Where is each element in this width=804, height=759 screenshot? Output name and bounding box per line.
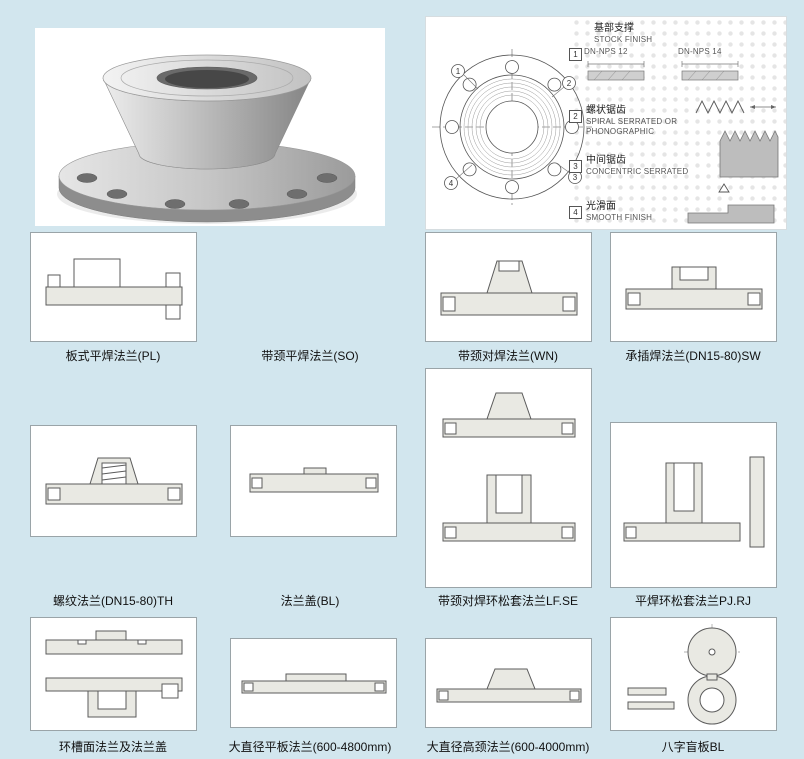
- svg-text:4: 4: [449, 179, 454, 188]
- large-neck-flange-drawing: [436, 668, 581, 703]
- product-card-lap-joint-se-flange[interactable]: [425, 368, 592, 588]
- dn-nps-12-label: DN-NPS 12: [584, 47, 628, 57]
- spiral-serrated-cn: 螺状锯齿: [586, 105, 626, 116]
- smooth-finish-label: 光滑面 SMOOTH FINISH: [586, 201, 652, 223]
- plate-flange-drawing: [45, 258, 182, 320]
- face-finish-diagram-panel: 1 2 3 4 基部支撑 STOCK FINISH 1 DN-NPS 12 DN…: [425, 16, 787, 230]
- stock-finish-label: 基部支撑 STOCK FINISH: [594, 23, 652, 45]
- svg-text:1: 1: [456, 67, 461, 76]
- threaded-flange-drawing: [45, 457, 182, 505]
- concentric-serrated-en: CONCENTRIC SERRATED: [586, 167, 689, 176]
- lap-joint-pj-flange-drawing: [623, 456, 764, 548]
- product-label-large-plate-flange: 大直径平板法兰(600-4800mm): [228, 740, 392, 754]
- callout-marker-2: 2: [569, 110, 582, 123]
- flange-photo-panel: [35, 28, 385, 226]
- product-label-large-neck-flange: 大直径高颈法兰(600-4000mm): [426, 740, 590, 754]
- serrated-block-drawing: [719, 130, 779, 178]
- svg-text:3: 3: [573, 173, 578, 182]
- product-label-lap-joint-pj-flange: 平焊环松套法兰PJ.RJ: [634, 594, 751, 608]
- product-label-blind-flange: 法兰盖(BL): [280, 594, 340, 608]
- product-label-ring-joint-flange: 环槽面法兰及法兰盖: [58, 740, 167, 754]
- product-card-large-neck-flange[interactable]: [425, 638, 592, 728]
- smooth-block-drawing: [687, 204, 775, 224]
- product-card-large-plate-flange[interactable]: [230, 638, 397, 728]
- stock-finish-en: STOCK FINISH: [594, 35, 653, 44]
- concentric-serrated-cn: 中间锯齿: [586, 155, 626, 166]
- product-card-lap-joint-pj-flange[interactable]: [610, 422, 777, 588]
- dn-nps-14-text: DN-NPS 14: [678, 47, 722, 56]
- product-card-blind-flange[interactable]: [230, 425, 397, 537]
- product-card-socket-weld-flange[interactable]: [610, 232, 777, 342]
- dn-nps-12-text: DN-NPS 12: [584, 47, 628, 56]
- weld-neck-flange-photo: [57, 54, 357, 224]
- spiral-serrated-en1: SPIRAL SERRATED OR: [586, 117, 678, 126]
- product-label-lap-joint-se-flange: 带颈对焊环松套法兰LF.SE: [437, 594, 579, 608]
- stock-finish-detail-drawing-12: [587, 61, 645, 81]
- product-label-plate-flange: 板式平焊法兰(PL): [65, 349, 161, 363]
- large-plate-flange-drawing: [241, 673, 386, 694]
- product-card-spectacle-blind[interactable]: [610, 617, 777, 731]
- ring-joint-flange-drawing: [45, 630, 182, 718]
- smooth-finish-en: SMOOTH FINISH: [586, 213, 653, 222]
- product-card-plate-flange[interactable]: [30, 232, 197, 342]
- socket-weld-flange-drawing: [625, 266, 762, 310]
- product-label-socket-weld-flange: 承插焊法兰(DN15-80)SW: [625, 349, 761, 363]
- flange-face-drawing: 1 2 3 4: [432, 49, 592, 205]
- product-label-threaded-flange: 螺纹法兰(DN15-80)TH: [52, 594, 173, 608]
- dn-nps-14-label: DN-NPS 14: [678, 47, 722, 57]
- surface-finish-symbol-icon: [718, 183, 730, 193]
- stock-finish-cn: 基部支撑: [594, 23, 634, 34]
- callout-marker-3: 3: [569, 160, 582, 173]
- smooth-finish-cn: 光滑面: [586, 201, 616, 212]
- spiral-serrated-en2: PHONOGRAPHIC: [586, 126, 655, 136]
- product-label-spectacle-blind: 八字盲板BL: [661, 740, 725, 754]
- product-label-weld-neck-flange: 带颈对焊法兰(WN): [458, 349, 558, 363]
- concentric-serrated-label: 中间锯齿 CONCENTRIC SERRATED: [586, 155, 688, 177]
- product-card-weld-neck-flange[interactable]: [425, 232, 592, 342]
- lap-joint-se-flange-drawing: [442, 392, 575, 542]
- blind-flange-drawing: [249, 467, 378, 493]
- halftone-dots-texture: [571, 17, 786, 229]
- callout-marker-4: 4: [569, 206, 582, 219]
- spiral-serrated-label: 螺状锯齿 SPIRAL SERRATED OR PHONOGRAPHIC: [586, 105, 677, 136]
- diagram-callout-numbers: 1 2 3 4: [444, 64, 582, 190]
- product-card-threaded-flange[interactable]: [30, 425, 197, 537]
- spectacle-blind-drawing: [627, 624, 740, 725]
- product-label-slip-on-flange: 带颈平焊法兰(SO): [261, 349, 359, 363]
- stock-finish-detail-drawing-14: [681, 61, 739, 81]
- weld-neck-flange-drawing: [440, 260, 577, 316]
- product-card-ring-joint-flange[interactable]: [30, 617, 197, 731]
- callout-marker-1: 1: [569, 48, 582, 61]
- svg-text:2: 2: [567, 79, 572, 88]
- serration-profile-drawing: [695, 99, 776, 115]
